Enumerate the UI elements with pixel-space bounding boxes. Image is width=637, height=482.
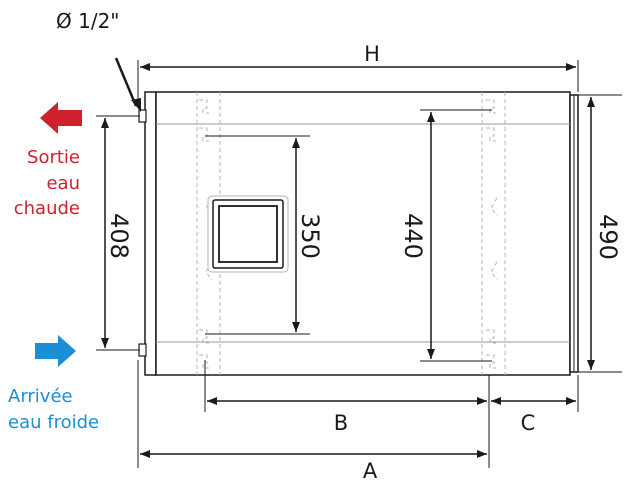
pipe-diameter-label: Ø 1/2" <box>56 9 120 33</box>
dim-490: 490 <box>578 94 622 373</box>
arrow-left-icon <box>40 102 82 134</box>
arrow-right-icon <box>35 335 76 367</box>
dim-440-label: 440 <box>399 213 427 259</box>
left-end-cap <box>144 91 157 376</box>
inlet-pipe-stub <box>138 343 147 357</box>
dim-B: B <box>204 360 490 468</box>
dim-C: C <box>491 375 579 435</box>
dim-408-label: 408 <box>105 213 133 259</box>
dim-A: A <box>137 360 487 482</box>
dim-440: 440 <box>399 109 492 362</box>
outlet-label-line1: Sortie <box>27 147 80 168</box>
outlet-pipe-stub <box>138 109 147 123</box>
inlet-label-line1: Arrivée <box>8 386 73 407</box>
inspection-hatch <box>207 195 289 273</box>
dim-490-label: 490 <box>594 214 622 260</box>
outlet-label-line3: chaude <box>14 198 80 219</box>
dim-H-label: H <box>364 42 380 66</box>
inlet-label-line2: eau froide <box>8 412 99 433</box>
cold-water-inlet: Arrivée eau froide <box>8 335 99 433</box>
pipe-diameter-leader <box>114 57 138 107</box>
dim-408: 408 <box>96 115 140 351</box>
dim-350: 350 <box>205 135 324 335</box>
tank-body <box>138 91 579 376</box>
dim-H: H <box>137 42 579 108</box>
dim-A-label: A <box>363 459 378 482</box>
outlet-label-line2: eau <box>46 173 80 194</box>
right-bracket <box>481 92 506 375</box>
dim-B-label: B <box>334 411 348 435</box>
dim-C-label: C <box>521 411 536 435</box>
hot-water-outlet: Sortie eau chaude <box>14 102 82 219</box>
dim-350-label: 350 <box>296 213 324 259</box>
